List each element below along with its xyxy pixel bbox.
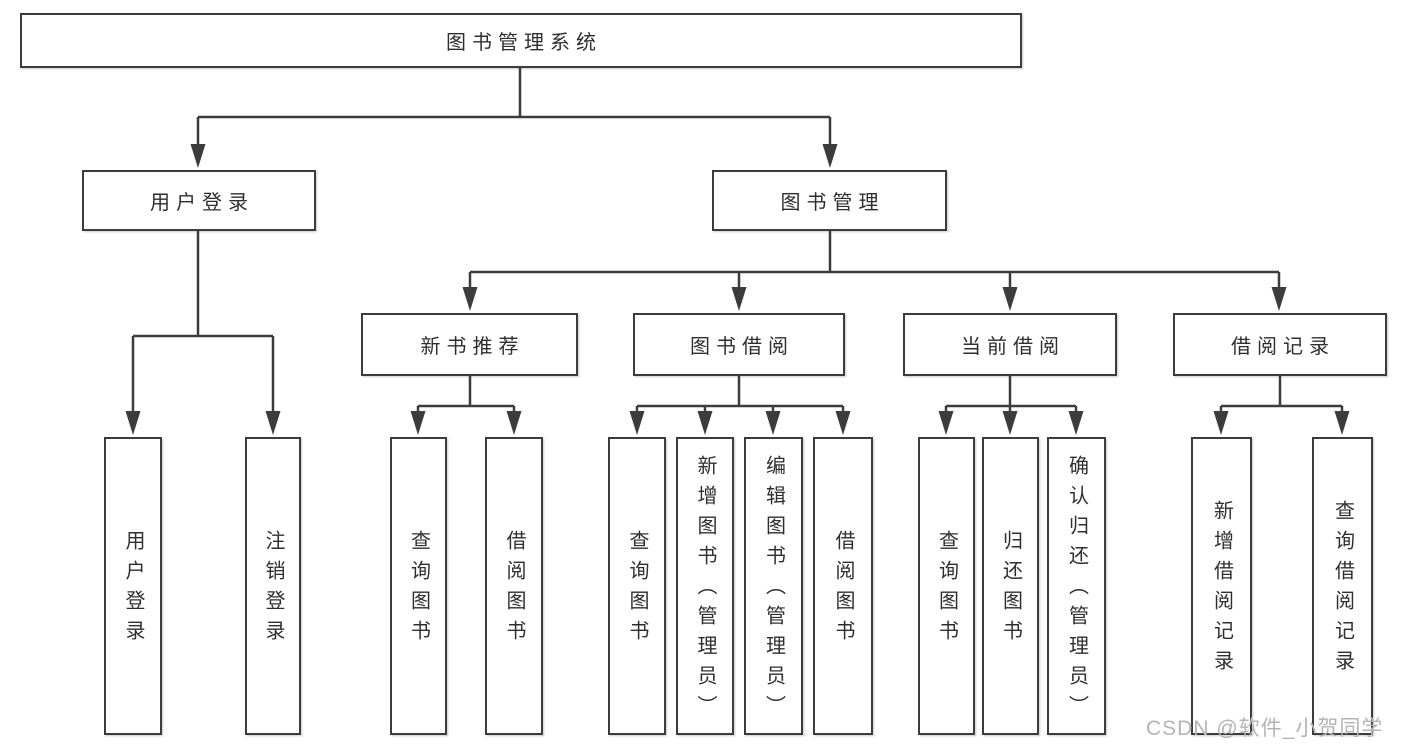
arrowhead [125, 411, 141, 435]
leaf-recommend-borrow-books-label: 借阅图书 [503, 530, 525, 650]
arrowhead [1068, 411, 1084, 435]
arrowhead [765, 411, 781, 435]
node-borrow-records: 借阅记录 [1173, 313, 1387, 376]
edge-user-to-leaves [131, 231, 275, 415]
leaf-records-query-record-label: 查询借阅记录 [1331, 500, 1354, 680]
leaf-current-confirm-return-admin: 确认归还（管理员） [1047, 437, 1106, 735]
node-book-borrow: 图书借阅 [633, 313, 845, 376]
arrowhead [265, 411, 281, 435]
node-new-book-recommend-label: 新书推荐 [420, 336, 525, 358]
edge-recommend-to-leaves [416, 376, 516, 415]
arrowheads [125, 144, 1350, 435]
arrowhead [697, 411, 713, 435]
arrowhead [835, 411, 851, 435]
leaf-records-query-record: 查询借阅记录 [1312, 437, 1373, 735]
leaf-records-add-record-label: 新增借阅记录 [1210, 500, 1233, 680]
node-root-label: 图书管理系统 [446, 32, 602, 54]
leaf-borrow-query-books-label: 查询图书 [626, 530, 648, 650]
leaf-current-query-books-label: 查询图书 [935, 530, 958, 650]
arrowhead [190, 144, 206, 168]
node-new-book-recommend: 新书推荐 [361, 313, 578, 376]
node-book-management: 图书管理 [712, 170, 947, 231]
edge-current-to-leaves [944, 376, 1078, 415]
arrowhead [1002, 411, 1018, 435]
leaf-records-add-record: 新增借阅记录 [1191, 437, 1252, 735]
leaf-borrow-edit-books-admin-label: 编辑图书（管理员） [762, 455, 785, 725]
leaf-recommend-query-books: 查询图书 [390, 437, 447, 735]
leaf-user-login: 用户登录 [104, 437, 162, 735]
leaf-current-query-books: 查询图书 [918, 437, 975, 735]
edge-records-to-leaves [1219, 376, 1344, 415]
leaf-current-return-books: 归还图书 [982, 437, 1039, 735]
leaf-recommend-borrow-books: 借阅图书 [485, 437, 543, 735]
node-user-login: 用户登录 [82, 170, 316, 231]
arrowhead [1002, 287, 1018, 311]
arrowhead [462, 287, 478, 311]
arrowhead [938, 411, 954, 435]
node-user-login-label: 用户登录 [150, 192, 254, 214]
node-borrow-records-label: 借阅记录 [1231, 336, 1335, 358]
leaf-current-return-books-label: 归还图书 [999, 530, 1022, 650]
node-book-borrow-label: 图书借阅 [690, 336, 794, 358]
arrowhead [1334, 411, 1350, 435]
node-book-management-label: 图书管理 [780, 192, 885, 214]
arrowhead [1213, 411, 1229, 435]
leaf-recommend-query-books-label: 查询图书 [407, 530, 430, 650]
edge-root-to-level2 [196, 68, 832, 148]
arrowhead [506, 411, 522, 435]
leaf-logout-label: 注销登录 [262, 530, 284, 650]
edge-borrow-to-leaves [635, 376, 845, 415]
watermark: CSDN @软件_小贺同学 [1146, 717, 1384, 740]
arrowhead [1271, 287, 1287, 311]
leaf-borrow-add-books-admin: 新增图书（管理员） [676, 437, 734, 735]
leaf-borrow-borrow-books: 借阅图书 [813, 437, 873, 735]
arrowhead [822, 144, 838, 168]
leaf-borrow-edit-books-admin: 编辑图书（管理员） [744, 437, 803, 735]
arrowhead [410, 411, 426, 435]
connector-group [131, 68, 1344, 415]
leaf-user-login-label: 用户登录 [122, 530, 144, 650]
leaf-borrow-add-books-admin-label: 新增图书（管理员） [694, 455, 716, 725]
leaf-borrow-borrow-books-label: 借阅图书 [832, 530, 854, 650]
leaf-logout: 注销登录 [245, 437, 301, 735]
node-current-borrow: 当前借阅 [903, 313, 1117, 376]
node-current-borrow-label: 当前借阅 [961, 336, 1065, 358]
arrowhead [731, 287, 747, 311]
edge-manage-to-level3 [468, 231, 1281, 291]
node-root: 图书管理系统 [20, 13, 1022, 68]
leaf-current-confirm-return-admin-label: 确认归还（管理员） [1065, 455, 1088, 725]
leaf-borrow-query-books: 查询图书 [608, 437, 666, 735]
arrowhead [629, 411, 645, 435]
